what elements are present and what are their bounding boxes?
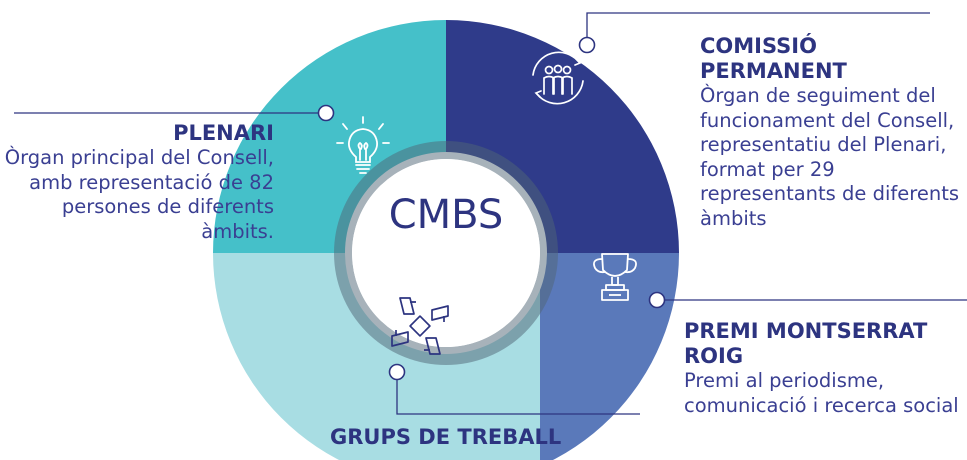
people-cycle-icon (532, 51, 584, 105)
premi-block: PREMI MONTSERRAT ROIG Premi al periodism… (684, 319, 964, 418)
comissio-title: COMISSIÓ PERMANENT (700, 34, 847, 83)
dot-grups (388, 363, 406, 381)
plenari-block: PLENARI Òrgan principal del Consell, amb… (0, 121, 274, 244)
dot-comissio (578, 36, 596, 54)
grups-block: GRUPS DE TREBALL (330, 425, 630, 450)
connector-grups (396, 372, 640, 415)
plenari-description: Òrgan principal del Consell, amb represe… (4, 146, 274, 243)
dot-premi (648, 291, 666, 309)
dot-plenari (317, 104, 335, 122)
premi-title: PREMI MONTSERRAT ROIG (684, 319, 928, 368)
center-circle (352, 159, 540, 347)
connector-comissio (586, 12, 930, 45)
connector-dots (317, 36, 666, 381)
comissio-block: COMISSIÓ PERMANENT Òrgan de seguiment de… (700, 34, 962, 231)
connectors (14, 12, 967, 415)
plenari-title: PLENARI (173, 121, 274, 145)
lightbulb-icon (336, 116, 390, 174)
premi-description: Premi al periodisme, comunicació i recer… (684, 369, 959, 417)
comissio-description: Òrgan de seguiment del funcionament del … (700, 84, 960, 230)
trophy-icon (593, 253, 637, 301)
joined-hands-icon (391, 297, 449, 355)
grups-title: GRUPS DE TREBALL (330, 425, 562, 449)
inner-ring (334, 141, 558, 365)
center-label: CMBS (389, 192, 504, 238)
